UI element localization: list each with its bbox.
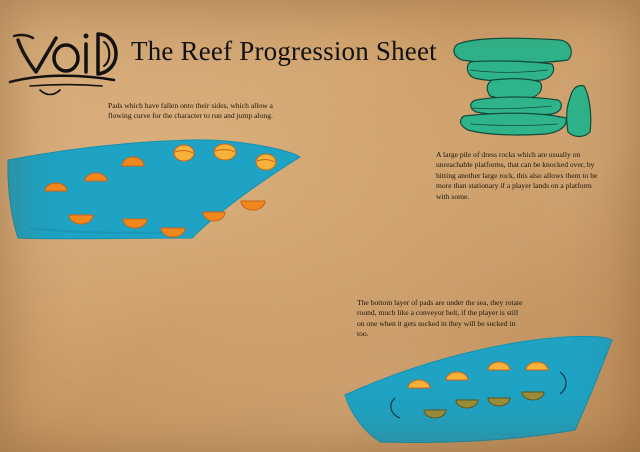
pad-group-top: [44, 143, 277, 238]
reef-water-bottom: [344, 335, 613, 443]
reef-water-top: [7, 139, 301, 240]
void-logo: [8, 32, 118, 96]
pad-tilted-1: [173, 144, 195, 162]
dress-rock-pile: [453, 37, 592, 138]
pad-group-bottom: [407, 361, 549, 419]
pad-tilted-2: [213, 143, 237, 161]
note-side-pads: Pads which have fallen onto their sides,…: [108, 101, 273, 121]
pad-tilted-3: [255, 153, 277, 171]
note-bottom-layer: The bottom layer of pads are under the s…: [357, 298, 523, 339]
note-dress-rocks: A large pile of dress rocks which are us…: [436, 150, 598, 201]
page-title: The Reef Progression Sheet: [131, 36, 437, 66]
